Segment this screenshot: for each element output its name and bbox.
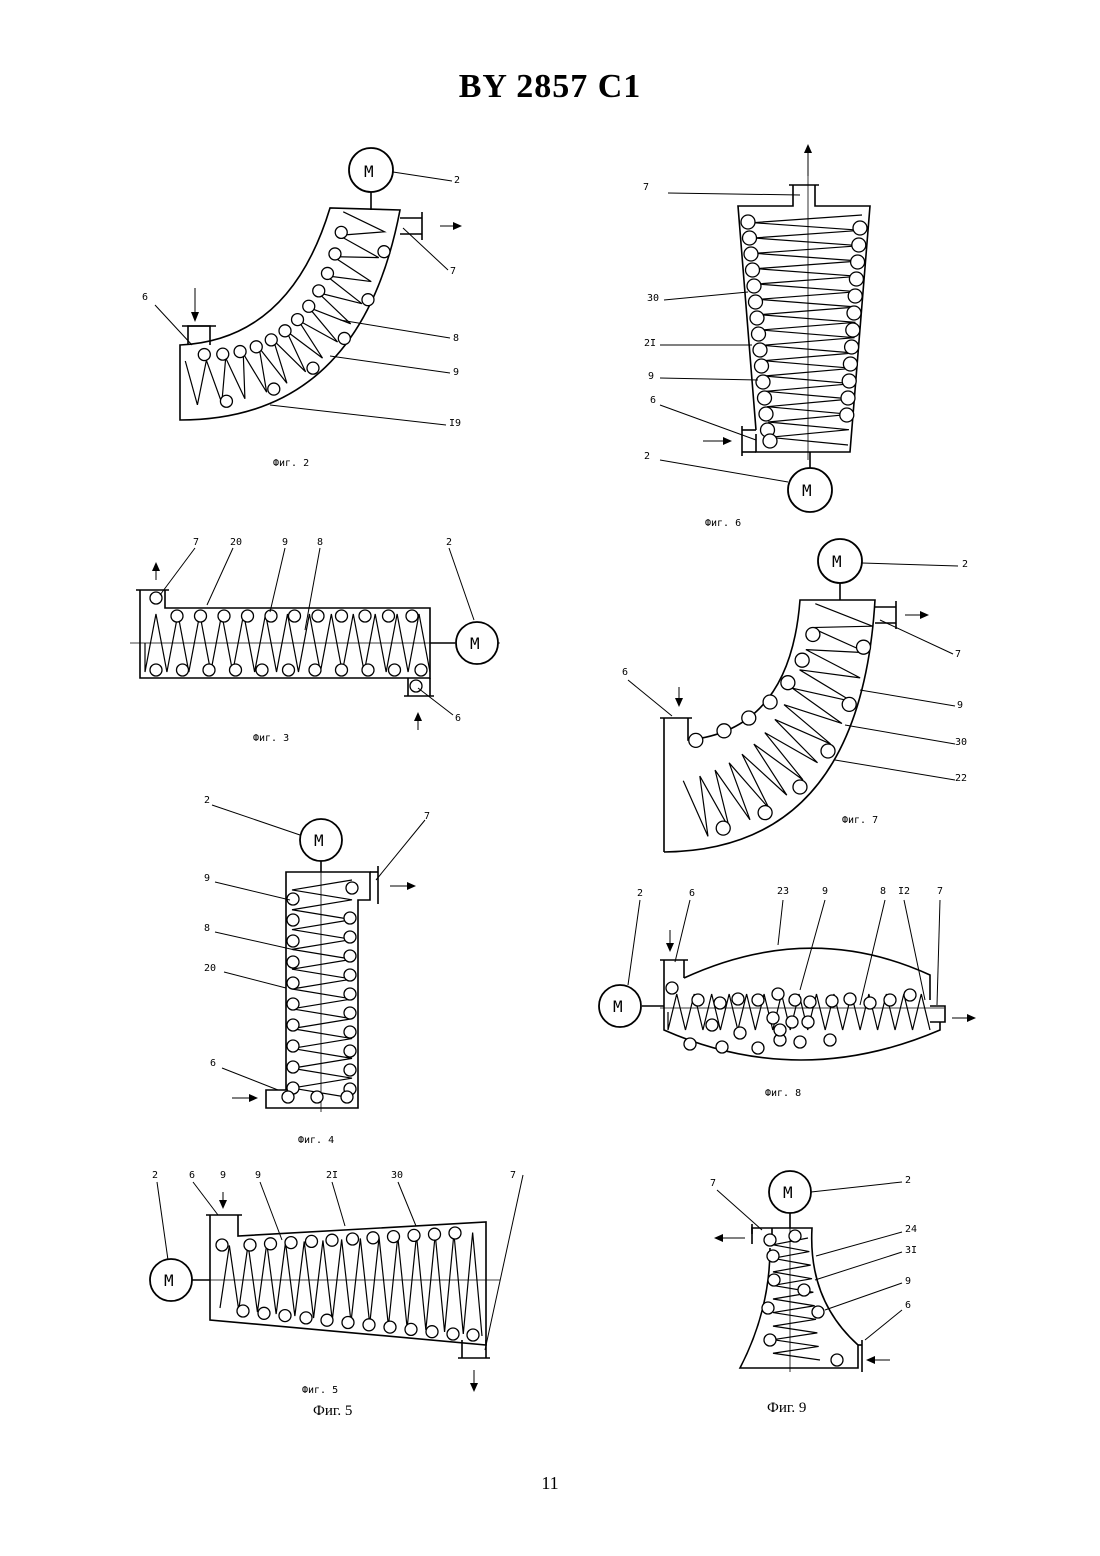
fig9-label-24: 24 [905, 1224, 917, 1235]
fig9-label-2: 2 [905, 1175, 911, 1186]
fig9-ball [762, 1302, 774, 1314]
fig9-ball [812, 1306, 824, 1318]
fig9-ball [764, 1334, 776, 1346]
figure-9-drawing [0, 0, 1100, 1420]
fig9-ball [789, 1230, 801, 1242]
fig9-label-6: 6 [905, 1300, 911, 1311]
fig9-ball [767, 1250, 779, 1262]
page-number: 11 [0, 1473, 1100, 1494]
fig9-motor-label: M [783, 1183, 793, 1202]
fig9-caption: Фиг. 9 [767, 1400, 806, 1417]
fig9-ball [768, 1274, 780, 1286]
fig9-ball [798, 1284, 810, 1296]
fig9-ball [764, 1234, 776, 1246]
fig9-label-31: 3I [905, 1245, 917, 1256]
fig9-label-9: 9 [905, 1276, 911, 1287]
figure-9: M 7 2 24 3I 9 6 Фиг. 9 [0, 0, 1100, 1420]
fig9-label-7: 7 [710, 1178, 716, 1189]
fig9-ball [831, 1354, 843, 1366]
